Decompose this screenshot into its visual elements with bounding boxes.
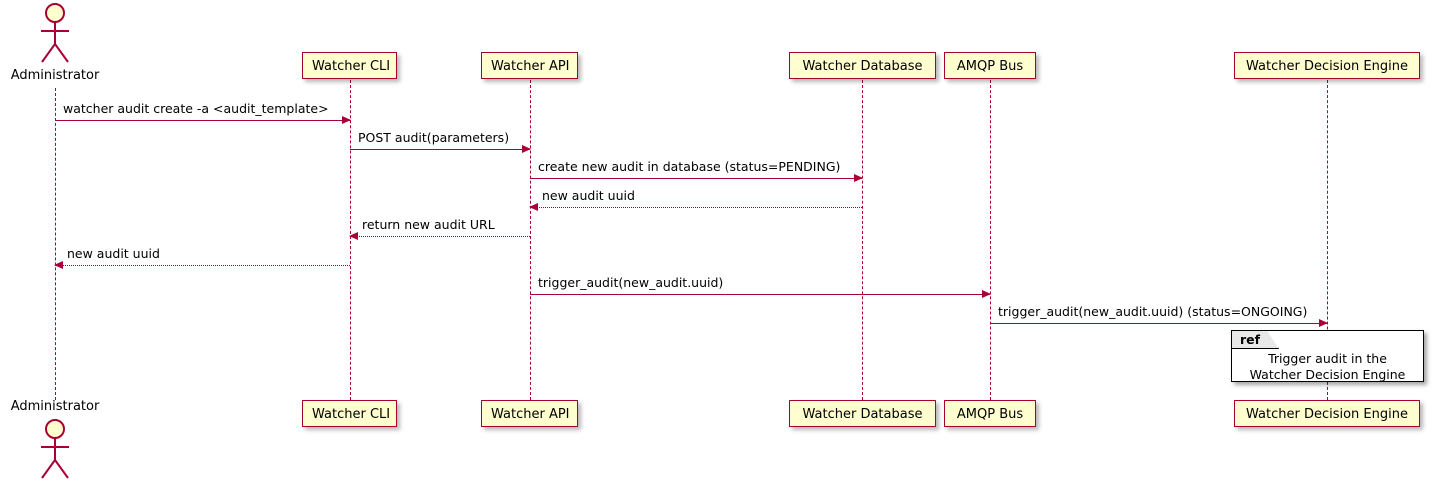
participant-watcher-database-top[interactable]: Watcher Database: [789, 52, 936, 79]
arrowhead-right-icon: [522, 144, 531, 153]
message-line: [55, 120, 350, 121]
message-label: new audit uuid: [67, 246, 160, 261]
arrowhead-left-icon: [349, 231, 358, 240]
message-line: [530, 178, 862, 179]
actor-stick-figure-icon: [41, 419, 69, 479]
arrowhead-right-icon: [342, 115, 351, 124]
message-line: [55, 265, 350, 266]
lifeline-watcher-cli: [350, 80, 351, 400]
message-label: watcher audit create -a <audit_template>: [63, 101, 329, 116]
participant-watcher-cli-bottom[interactable]: Watcher CLI: [302, 400, 397, 427]
lifeline-administrator: [55, 88, 56, 400]
actor-administrator-label-top: Administrator: [10, 68, 100, 83]
message-line: [350, 149, 530, 150]
ref-fragment-line-2: Watcher Decision Engine: [1249, 367, 1406, 382]
actor-administrator-figure-bottom: [31, 418, 79, 484]
lifeline-watcher-api: [530, 80, 531, 400]
participant-watcher-decision-engine-bottom[interactable]: Watcher Decision Engine: [1234, 400, 1420, 427]
message-label: trigger_audit(new_audit.uuid) (status=ON…: [998, 304, 1308, 319]
message-label: create new audit in database (status=PEN…: [538, 159, 841, 174]
message-line: [530, 207, 862, 208]
participant-watcher-api-top[interactable]: Watcher API: [481, 52, 578, 79]
message-label: return new audit URL: [362, 217, 495, 232]
participant-watcher-database-bottom[interactable]: Watcher Database: [789, 400, 936, 427]
arrowhead-right-icon: [982, 289, 991, 298]
ref-fragment-line-1: Trigger audit in the: [1268, 351, 1387, 366]
message-line: [530, 294, 990, 295]
actor-administrator-figure-top: [31, 2, 79, 68]
arrowhead-right-icon: [854, 173, 863, 182]
message-line: [990, 323, 1327, 324]
message-label: new audit uuid: [542, 188, 635, 203]
ref-fragment[interactable]: ref Trigger audit in the Watcher Decisio…: [1231, 330, 1424, 382]
lifeline-watcher-database: [862, 80, 863, 400]
participant-watcher-api-bottom[interactable]: Watcher API: [481, 400, 578, 427]
actor-administrator-label-bottom: Administrator: [10, 399, 100, 414]
lifeline-amqp-bus: [990, 80, 991, 400]
arrowhead-left-icon: [54, 260, 63, 269]
arrowhead-right-icon: [1319, 318, 1328, 327]
message-line: [350, 236, 530, 237]
ref-fragment-body: Trigger audit in the Watcher Decision En…: [1232, 351, 1423, 383]
participant-watcher-cli-top[interactable]: Watcher CLI: [302, 52, 397, 79]
participant-watcher-decision-engine-top[interactable]: Watcher Decision Engine: [1234, 52, 1420, 79]
participant-amqp-bus-bottom[interactable]: AMQP Bus: [944, 400, 1036, 427]
arrowhead-left-icon: [529, 202, 538, 211]
message-label: POST audit(parameters): [358, 130, 510, 145]
actor-stick-figure-icon: [41, 3, 69, 63]
participant-amqp-bus-top[interactable]: AMQP Bus: [944, 52, 1036, 79]
ref-fragment-tab-label: ref: [1232, 331, 1279, 349]
lifeline-watcher-decision-engine: [1327, 80, 1328, 400]
message-label: trigger_audit(new_audit.uuid): [538, 275, 724, 290]
